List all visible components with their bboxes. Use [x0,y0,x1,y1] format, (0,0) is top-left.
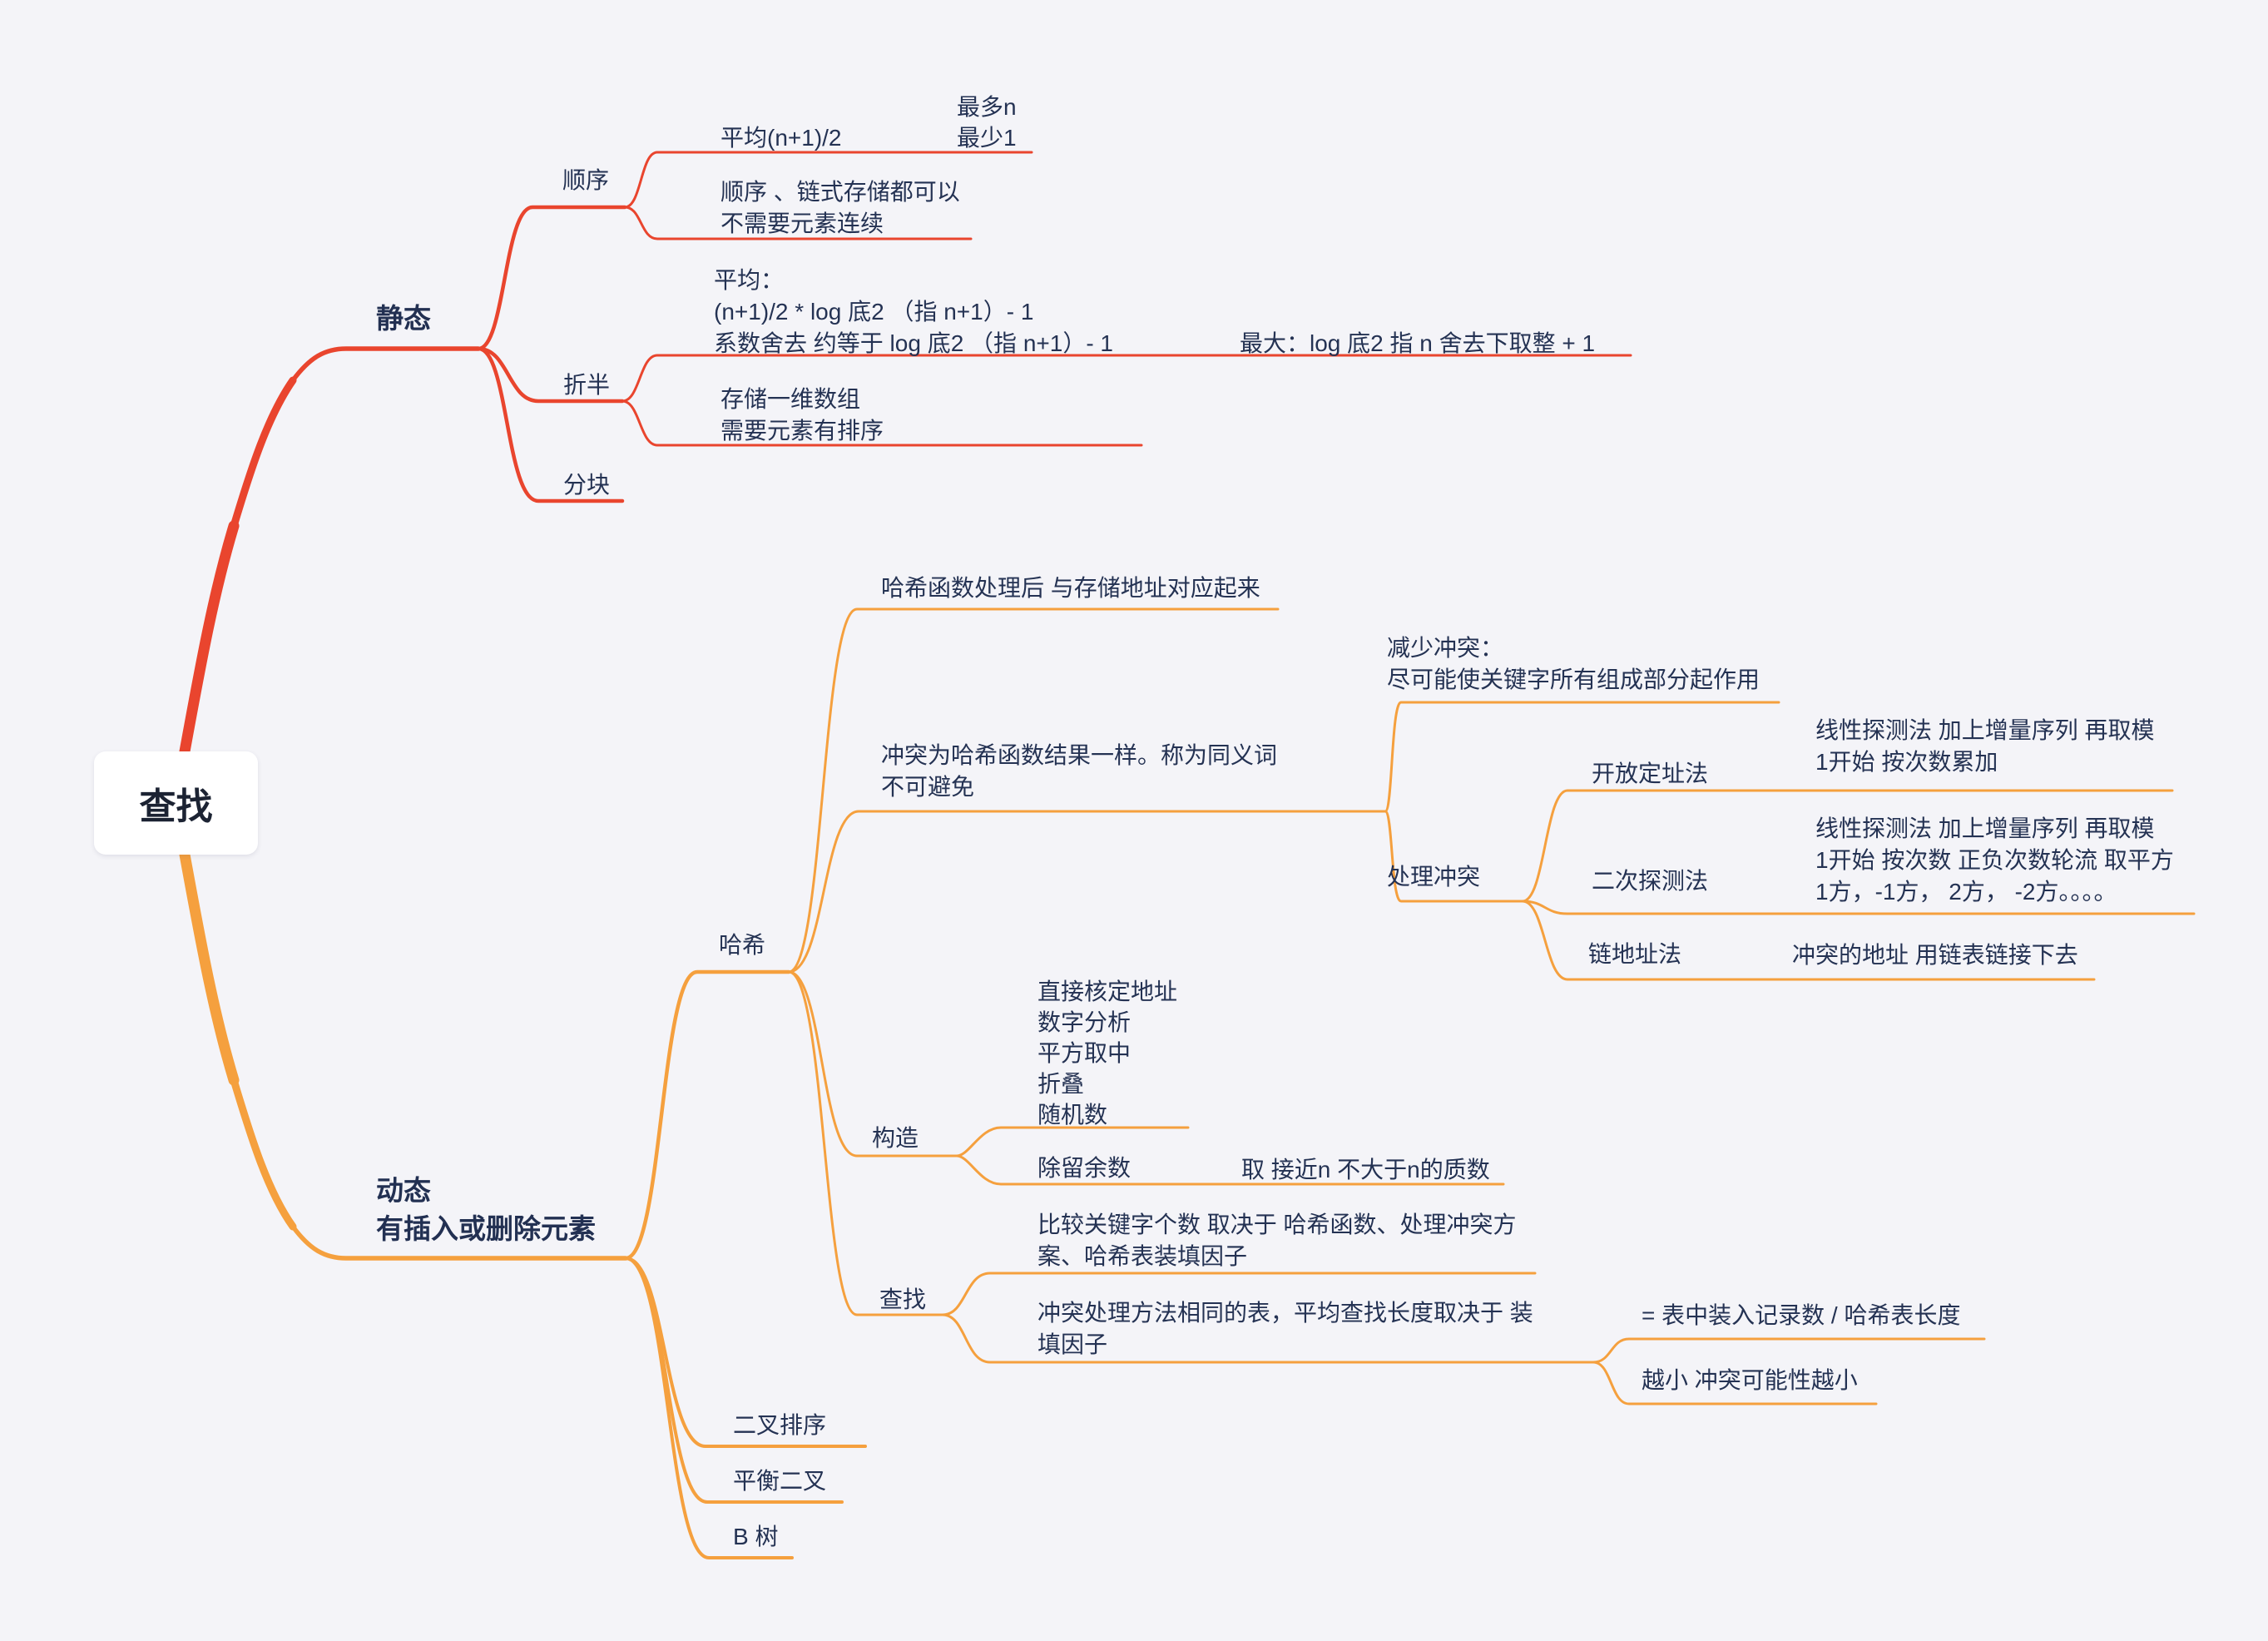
conflict-reduce-line1[interactable]: 减少冲突： [1387,635,1504,661]
topic-hash-search[interactable]: 查找 [879,1287,927,1312]
topic-open-addressing[interactable]: 开放定址法 [1592,761,1709,786]
division-method-desc[interactable]: 取 接近n 不大于n的质数 [1241,1157,1490,1182]
sequential-storage-line2[interactable]: 不需要元素连续 [721,211,884,236]
topic-btree[interactable]: B 树 [733,1524,779,1549]
topic-static[interactable]: 静态 [376,303,431,334]
quadratic-probe-line1[interactable]: 线性探测法 加上增量序列 再取模 [1815,816,2155,841]
binary-storage-line1[interactable]: 存储一维数组 [721,386,861,412]
chaining-desc[interactable]: 冲突的地址 用链表链接下去 [1792,942,2078,968]
static-branch-lines [179,151,1632,757]
topic-bst[interactable]: 二叉排序 [733,1412,827,1438]
open-addressing-line1[interactable]: 线性探测法 加上增量序列 再取模 [1815,717,2155,743]
sequential-storage-line1[interactable]: 顺序 、链式存储都可以 [721,179,960,205]
hash-search-load-line2[interactable]: 填因子 [1037,1331,1108,1357]
construct-method-direct[interactable]: 直接核定地址 [1037,979,1178,1004]
conflict-reduce-line2[interactable]: 尽可能使关键字所有组成部分起作用 [1387,667,1760,692]
topic-avl[interactable]: 平衡二叉 [733,1468,827,1494]
topic-dynamic-line1[interactable]: 动态 [376,1175,431,1206]
topic-quadratic-probe[interactable]: 二次探测法 [1592,868,1709,894]
binary-storage-line2[interactable]: 需要元素有排序 [721,418,884,444]
binary-perf-max[interactable]: 最大：log 底2 指 n 舍去下取整 + 1 [1240,330,1596,356]
hash-search-compare-line1[interactable]: 比较关键字个数 取决于 哈希函数、处理冲突方 [1037,1212,1517,1237]
topic-binary[interactable]: 折半 [563,372,611,398]
construct-method-digit[interactable]: 数字分析 [1037,1009,1132,1035]
load-factor-formula[interactable]: = 表中装入记录数 / 哈希表长度 [1642,1302,1961,1328]
root-topic-label: 查找 [139,786,213,827]
quadratic-probe-line3[interactable]: 1方，-1方， 2方， -2方。。。。 [1815,879,2117,905]
load-factor-note[interactable]: 越小 冲突可能性越小 [1642,1367,1858,1393]
sequential-perf-max[interactable]: 最多n [957,94,1017,120]
construct-method-random[interactable]: 随机数 [1037,1102,1108,1128]
dynamic-branch-lines [179,607,2196,1559]
construct-method-square[interactable]: 平方取中 [1037,1040,1132,1066]
hash-search-compare-line2[interactable]: 案、哈希表装填因子 [1037,1243,1248,1269]
topic-sequential[interactable]: 顺序 [562,167,610,193]
root-topic[interactable]: 查找 [94,751,258,855]
sequential-perf-average[interactable]: 平均(n+1)/2 [721,125,842,151]
construct-method-fold[interactable]: 折叠 [1037,1071,1085,1097]
hash-conflict-line1[interactable]: 冲突为哈希函数结果一样。称为同义词 [881,742,1278,768]
binary-perf-line3[interactable]: 系数舍去 约等于 log 底2 （指 n+1）- 1 [714,330,1114,356]
sequential-perf-min[interactable]: 最少1 [957,125,1017,151]
topic-chaining[interactable]: 链地址法 [1588,941,1682,967]
binary-perf-line1[interactable]: 平均： [714,267,785,293]
quadratic-probe-line2[interactable]: 1开始 按次数 正负次数轮流 取平方 [1815,847,2174,873]
topic-handle-conflict[interactable]: 处理冲突 [1387,864,1481,890]
topic-dynamic-line2[interactable]: 有插入或删除元素 [376,1213,596,1244]
topic-construct[interactable]: 构造 [872,1125,919,1151]
topic-block[interactable]: 分块 [563,472,611,498]
hash-principle[interactable]: 哈希函数处理后 与存储地址对应起来 [881,575,1260,601]
binary-perf-line2[interactable]: (n+1)/2 * log 底2 （指 n+1）- 1 [714,299,1034,325]
hash-search-load-line1[interactable]: 冲突处理方法相同的表，平均查找长度取决于 装 [1037,1300,1533,1326]
open-addressing-line2[interactable]: 1开始 按次数累加 [1815,749,1998,775]
hash-conflict-line2[interactable]: 不可避免 [881,774,975,800]
topic-hash[interactable]: 哈希 [719,932,766,958]
topic-division-method[interactable]: 除留余数 [1037,1155,1132,1181]
